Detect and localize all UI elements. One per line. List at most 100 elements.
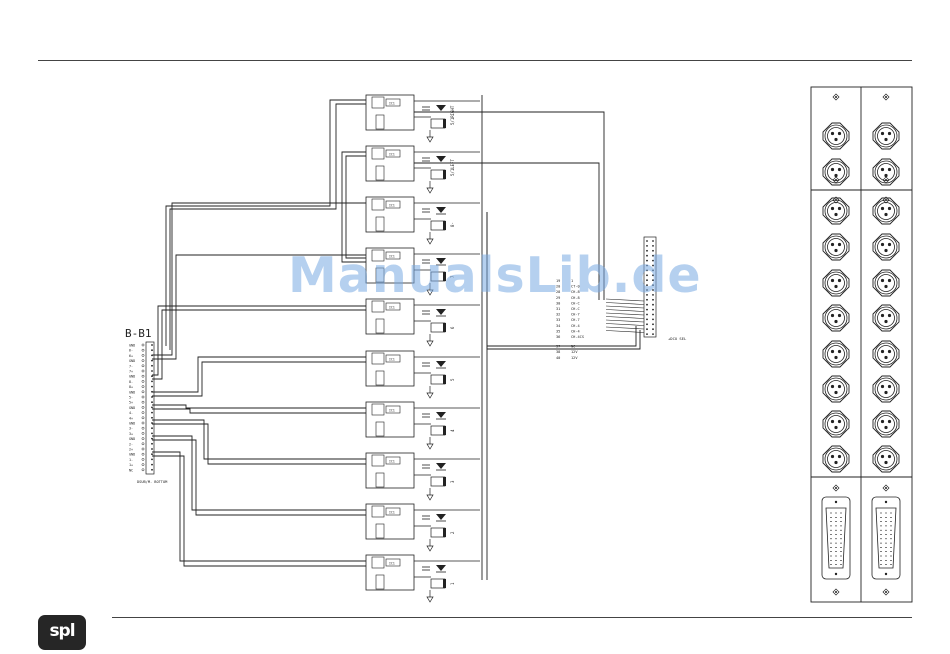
xlr-connector-icon bbox=[872, 410, 900, 438]
screw-icon bbox=[832, 484, 840, 492]
connector-pin: 7+ bbox=[129, 370, 153, 374]
channel-label: 1 bbox=[450, 582, 455, 585]
svg-text:NC: NC bbox=[571, 345, 575, 349]
svg-text:7-: 7- bbox=[129, 364, 133, 368]
xlr-connector-icon bbox=[822, 197, 850, 225]
svg-text:CH-7: CH-7 bbox=[571, 318, 580, 322]
rack-panel bbox=[810, 86, 913, 603]
svg-text:IC1: IC1 bbox=[389, 153, 395, 157]
xlr-connector-icon bbox=[822, 158, 850, 186]
svg-text:GND: GND bbox=[129, 453, 135, 457]
connector-pin: 6+ bbox=[129, 354, 153, 358]
svg-text:GND: GND bbox=[129, 406, 135, 410]
channel-module: IC1 7 bbox=[365, 247, 480, 296]
screw-icon bbox=[882, 484, 890, 492]
svg-text:CH-8: CH-8 bbox=[571, 296, 580, 300]
svg-text:8-: 8- bbox=[129, 380, 133, 384]
connector-pin: GND bbox=[129, 453, 153, 457]
connector-pin: 2+ bbox=[129, 448, 153, 452]
channel-label: 5 bbox=[450, 378, 455, 381]
svg-text:IC1: IC1 bbox=[389, 102, 395, 106]
screw-icon bbox=[832, 588, 840, 596]
pinout-row: 37 NC bbox=[556, 345, 575, 349]
svg-text:CH-4CS: CH-4CS bbox=[571, 335, 584, 339]
svg-text:IC1: IC1 bbox=[389, 562, 395, 566]
svg-text:19: 19 bbox=[556, 279, 560, 283]
svg-text:NC: NC bbox=[129, 468, 133, 472]
top-rule bbox=[38, 60, 912, 61]
pinout-row: 31 CH-C bbox=[556, 307, 580, 311]
connector-pin: 3+ bbox=[129, 432, 153, 436]
svg-text:IC1: IC1 bbox=[389, 460, 395, 464]
channel-label: 6 bbox=[450, 326, 455, 329]
svg-text:6-: 6- bbox=[129, 349, 133, 353]
connector-pin: NC bbox=[129, 468, 153, 472]
xlr-connector-icon bbox=[872, 304, 900, 332]
screw-icon bbox=[882, 588, 890, 596]
svg-text:30: 30 bbox=[556, 301, 560, 305]
pinout-row: 29 CH-8 bbox=[556, 296, 580, 300]
channel-label: 4 bbox=[450, 429, 455, 432]
svg-text:IC1: IC1 bbox=[389, 511, 395, 515]
xlr-connector-icon bbox=[872, 158, 900, 186]
xlr-connector-icon bbox=[872, 340, 900, 368]
connector-pin: GND bbox=[129, 437, 153, 441]
connector-pin: 8+ bbox=[129, 385, 153, 389]
connector-pin: GND bbox=[129, 375, 153, 379]
channel-module: IC1 5 bbox=[365, 350, 480, 399]
channel-label: 8- bbox=[450, 222, 455, 227]
ribbon-header bbox=[643, 236, 657, 338]
svg-text:IC1: IC1 bbox=[389, 358, 395, 362]
connector-pin: 1+ bbox=[129, 463, 153, 467]
connector-pin: 5- bbox=[129, 396, 153, 400]
connector-pin: GND bbox=[129, 406, 153, 410]
connector-title: B-B1 bbox=[125, 327, 152, 340]
pinout-label: +DCU SEL bbox=[668, 336, 687, 341]
watermark-text: ManualsLib.de bbox=[288, 247, 702, 304]
svg-text:CH-C: CH-C bbox=[571, 307, 580, 311]
connector-pin: 6- bbox=[129, 349, 153, 353]
svg-text:37: 37 bbox=[556, 345, 560, 349]
xlr-connector-icon bbox=[822, 269, 850, 297]
dsub-connector-icon bbox=[871, 496, 901, 580]
channel-label: 3 bbox=[450, 480, 455, 483]
channel-label: 7 bbox=[450, 275, 455, 278]
svg-text:IC1: IC1 bbox=[389, 255, 395, 259]
connector-pin: GND bbox=[129, 344, 153, 348]
connector-pin: 8- bbox=[129, 380, 153, 384]
logo-text: spl bbox=[49, 621, 75, 641]
connector-pin: 2- bbox=[129, 442, 153, 446]
svg-text:1-: 1- bbox=[129, 458, 133, 462]
connector-pin: 7- bbox=[129, 364, 153, 368]
svg-text:29: 29 bbox=[556, 296, 560, 300]
svg-text:20: 20 bbox=[556, 285, 560, 289]
xlr-connector-icon bbox=[872, 445, 900, 473]
svg-text:GND: GND bbox=[129, 359, 135, 363]
xlr-connector-icon bbox=[822, 340, 850, 368]
svg-text:CH-4: CH-4 bbox=[571, 324, 580, 328]
svg-text:1: 1 bbox=[571, 279, 573, 283]
svg-text:12V: 12V bbox=[571, 356, 578, 360]
channel-module: IC1 1 bbox=[365, 554, 480, 603]
svg-text:12V: 12V bbox=[571, 350, 578, 354]
xlr-connector-icon bbox=[872, 122, 900, 150]
screw-icon bbox=[882, 93, 890, 101]
connector-pin: 5+ bbox=[129, 401, 153, 405]
svg-text:CH-4: CH-4 bbox=[571, 329, 580, 333]
svg-text:31: 31 bbox=[556, 307, 560, 311]
svg-text:8+: 8+ bbox=[129, 385, 133, 389]
connector-pin: 4- bbox=[129, 411, 153, 415]
xlr-connector-icon bbox=[822, 445, 850, 473]
